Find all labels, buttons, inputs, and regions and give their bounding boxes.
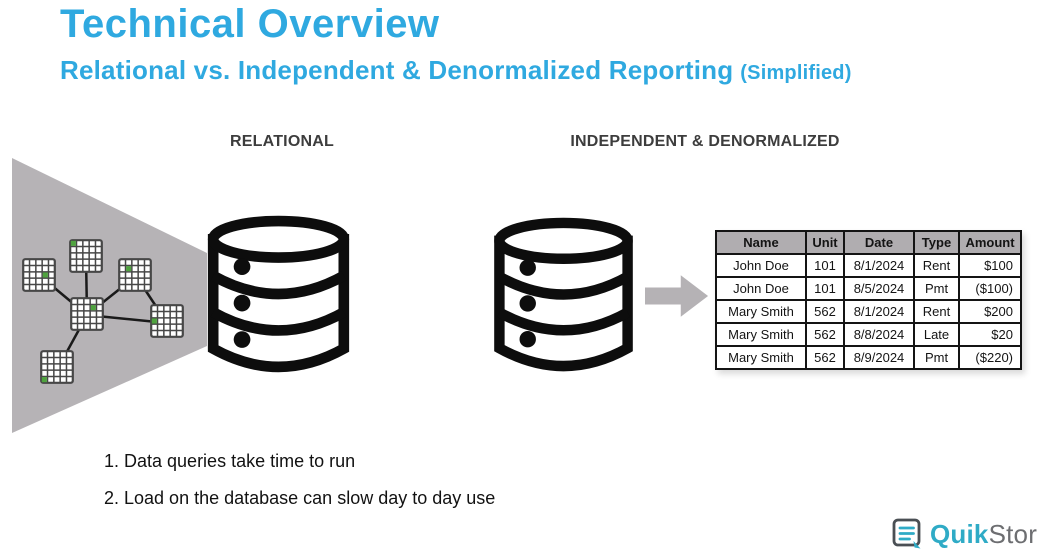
table-cell: $200	[958, 299, 1022, 324]
funnel-shape	[12, 158, 207, 433]
subtitle-text: Relational vs. Independent & Denormalize…	[60, 55, 734, 85]
table-cell: Mary Smith	[715, 322, 807, 347]
table-cell: $20	[958, 322, 1022, 347]
section-label-relational: RELATIONAL	[230, 133, 334, 150]
table-cell: 8/1/2024	[843, 299, 915, 324]
page-subtitle: Relational vs. Independent & Denormalize…	[60, 55, 852, 86]
grid-table-icon	[40, 350, 74, 384]
table-header-cell: Unit	[805, 230, 845, 255]
table-cell: Pmt	[913, 345, 960, 370]
table-cell: 562	[805, 322, 845, 347]
grid-table-icon	[118, 258, 152, 292]
table-cell: $100	[958, 253, 1022, 278]
table-cell: Rent	[913, 253, 960, 278]
note-item: 1. Data queries take time to run	[104, 451, 356, 471]
table-cell: Mary Smith	[715, 345, 807, 370]
table-cell: 8/1/2024	[843, 253, 915, 278]
grid-table-icon	[22, 258, 56, 292]
table-cell: Late	[913, 322, 960, 347]
table-cell: 8/9/2024	[843, 345, 915, 370]
document-list-icon	[892, 518, 921, 549]
database-icon	[487, 217, 640, 375]
database-icon	[202, 215, 355, 376]
logo-text-quik: Quik	[930, 518, 989, 549]
table-cell: 8/8/2024	[843, 322, 915, 347]
grid-table-icon	[150, 304, 184, 338]
table-header-cell: Date	[843, 230, 915, 255]
note-item: 2. Load on the database can slow day to …	[104, 488, 496, 508]
table-header-cell: Amount	[958, 230, 1022, 255]
table-cell: ($220)	[958, 345, 1022, 370]
table-header-cell: Name	[715, 230, 807, 255]
table-cell: John Doe	[715, 253, 807, 278]
quikstor-logo: Quik Stor	[891, 517, 1037, 551]
subtitle-note: (Simplified)	[740, 62, 852, 84]
table-cell: 101	[805, 276, 845, 301]
page-title: Technical Overview	[60, 2, 440, 46]
table-cell: 562	[805, 345, 845, 370]
arrow-right-icon	[645, 275, 709, 317]
grid-table-icon	[69, 239, 103, 273]
table-cell: 562	[805, 299, 845, 324]
table-cell: 101	[805, 253, 845, 278]
grid-table-icon	[70, 297, 104, 331]
section-label-independent: INDEPENDENT & DENORMALIZED	[570, 133, 840, 150]
notes-list: 1. Data queries take time to run 2. Load …	[104, 450, 495, 524]
table-cell: Mary Smith	[715, 299, 807, 324]
table-cell: Pmt	[913, 276, 960, 301]
table-header-cell: Type	[913, 230, 960, 255]
table-cell: 8/5/2024	[843, 276, 915, 301]
table-cell: Rent	[913, 299, 960, 324]
table-cell: John Doe	[715, 276, 807, 301]
logo-text-stor: Stor	[988, 518, 1038, 549]
table-cell: ($100)	[958, 276, 1022, 301]
